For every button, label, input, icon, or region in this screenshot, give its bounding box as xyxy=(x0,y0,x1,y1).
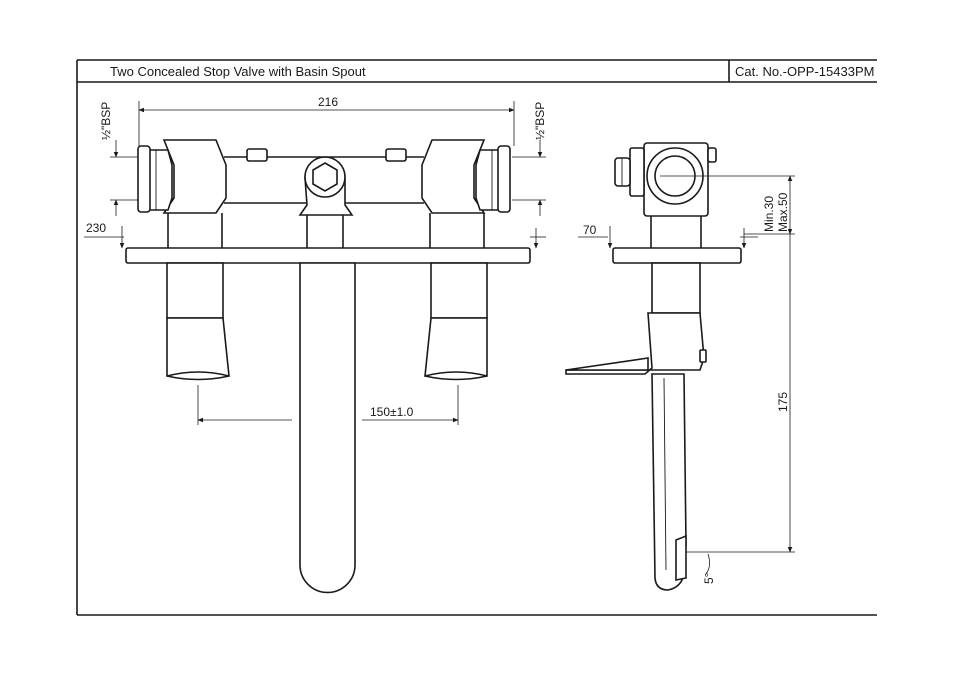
centers-dimension-label: 150±1.0 xyxy=(370,405,414,419)
front-view xyxy=(125,139,531,594)
drawing-title: Two Concealed Stop Valve with Basin Spou… xyxy=(110,64,366,79)
side-dimensions xyxy=(578,175,795,575)
catalog-number: Cat. No.-OPP-15433PM xyxy=(735,64,874,79)
angle-label: 5° xyxy=(702,572,716,584)
min-depth-label: Min.30 xyxy=(762,196,776,232)
width-dimension-label: 216 xyxy=(318,95,338,109)
side-view xyxy=(565,142,742,591)
wall-dimension-label: 70 xyxy=(583,223,597,237)
height-dimension-label: 175 xyxy=(776,392,790,412)
bsp-left-label: ½"BSP xyxy=(99,102,113,140)
front-dimensions xyxy=(84,101,546,425)
drawing-frame xyxy=(76,59,877,616)
depth-dimension-label: 230 xyxy=(86,221,106,235)
max-depth-label: Max.50 xyxy=(776,192,790,232)
bsp-right-label: ½"BSP xyxy=(533,102,547,140)
